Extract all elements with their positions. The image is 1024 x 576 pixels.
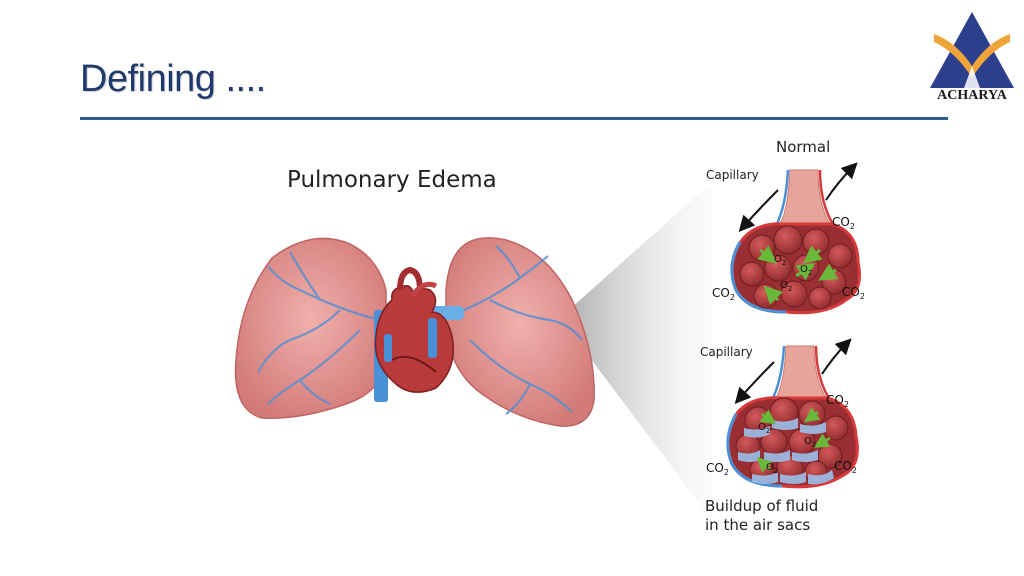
normal-label: Normal (776, 138, 830, 156)
edema-o2-a: O2 (758, 422, 770, 435)
normal-o2-b: O2 (800, 264, 812, 277)
normal-o2-c: O2 (780, 280, 792, 293)
edema-caption-line1: Buildup of fluid (705, 497, 818, 515)
edema-inflow-arrow (734, 361, 775, 404)
heart (374, 266, 454, 393)
right-lung (445, 237, 595, 427)
normal-co2-top: CO2 (832, 215, 855, 231)
edema-caption-line2: in the air sacs (705, 516, 810, 534)
normal-co2-left: CO2 (712, 286, 735, 302)
left-lung-vessels (257, 251, 381, 406)
normal-o2-a: O2 (774, 254, 786, 267)
logo-wordmark: ACHARYA (937, 88, 1007, 103)
acharya-logo-icon (930, 12, 1014, 88)
edema-co2-left: CO2 (706, 461, 729, 477)
edema-exchange-arrows (756, 407, 831, 473)
edema-co2-right: CO2 (834, 459, 857, 475)
right-lung-vessels (449, 245, 583, 415)
diagram-heading: Pulmonary Edema (287, 167, 497, 193)
normal-capillary-label: Capillary (706, 168, 759, 182)
edema-outflow-arrow (821, 338, 852, 375)
normal-outflow-arrow (825, 162, 858, 201)
edema-co2-top: CO2 (826, 393, 849, 409)
normal-inflow-arrow (738, 189, 779, 232)
slide-title: Defining .... (80, 58, 266, 100)
edema-o2-b: O2 (804, 436, 816, 449)
normal-exchange-arrows (757, 245, 839, 305)
zoom-cone (560, 182, 712, 520)
fluid-buildup (738, 418, 834, 485)
title-divider (80, 117, 948, 120)
edema-capillary-label: Capillary (700, 345, 753, 359)
normal-co2-right: CO2 (842, 285, 865, 301)
edema-o2-c: O2 (766, 462, 778, 475)
left-lung (234, 237, 387, 419)
